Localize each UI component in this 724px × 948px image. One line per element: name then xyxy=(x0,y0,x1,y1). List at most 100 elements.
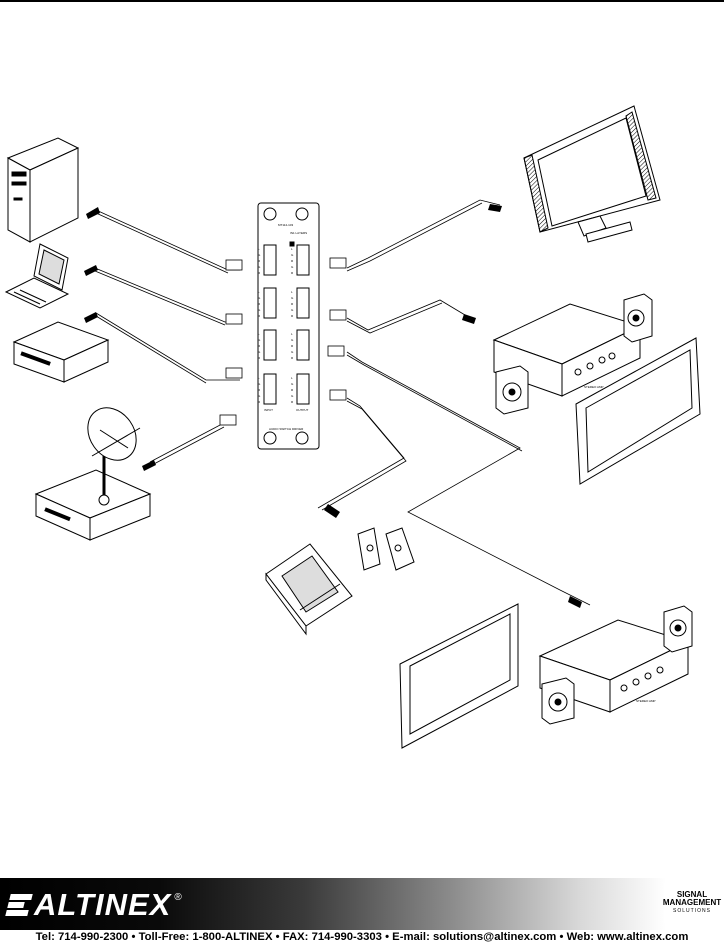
logo-line-1: SIGNAL xyxy=(676,890,708,899)
satellite-dish-icon xyxy=(34,407,152,541)
terminal-pin-label: G xyxy=(291,394,294,398)
output-block-1 xyxy=(296,244,310,276)
panel-body xyxy=(257,202,320,450)
connector-out-4 xyxy=(329,389,347,401)
cable-amp-top-b xyxy=(346,302,443,334)
terminal-pin-label: R xyxy=(258,302,261,306)
terminal-pin-label: G xyxy=(258,350,261,354)
altinex-mark-icon xyxy=(5,892,35,918)
connector-out-3 xyxy=(327,345,345,357)
terminal-pin-label: L xyxy=(291,332,293,336)
altinex-logo: ALTINEX ® xyxy=(5,887,182,922)
terminal-pin-label: R xyxy=(291,388,294,392)
panel-screw xyxy=(263,207,277,221)
switcher-model: MT112-103 xyxy=(278,223,293,227)
desktop-speaker-icon xyxy=(357,527,415,571)
terminal-pin-label: G xyxy=(258,338,261,342)
terminal-pin-label: G xyxy=(291,308,294,312)
terminal-pin-label: G xyxy=(258,265,261,269)
cable-dvd-b xyxy=(95,315,207,384)
speaker-icon xyxy=(623,293,653,343)
terminal-pin-label: R xyxy=(258,314,261,318)
cable-monitor xyxy=(346,199,501,269)
terminal-pin-label: G xyxy=(291,265,294,269)
touch-panel-icon xyxy=(265,543,353,636)
plug-dvd xyxy=(84,312,98,323)
connector-in-2 xyxy=(225,313,243,325)
terminal-pin-label: R xyxy=(258,356,261,360)
cable-tablet xyxy=(317,397,405,509)
connection-diagram: MT112-103 IN1 LAYERS AUDIO SWITCH DRIVER… xyxy=(4,105,701,749)
amplifier-bottom-label: STEREO AMP xyxy=(636,699,656,703)
cable-amp-top xyxy=(346,299,471,331)
amplifier-top-icon xyxy=(492,303,642,397)
terminal-pin-label: L xyxy=(291,290,293,294)
connector-in-3 xyxy=(225,367,243,379)
terminal-pin-label: R xyxy=(291,271,294,275)
output-block-2 xyxy=(296,287,310,319)
amplifier-bottom-icon xyxy=(538,619,690,713)
panel-screw xyxy=(295,431,309,445)
plug-satellite xyxy=(142,460,156,471)
plug-pc xyxy=(86,207,100,219)
terminal-pin-label: R xyxy=(291,314,294,318)
plug-amp-bottom xyxy=(568,596,582,608)
switcher-subtitle: IN1 LAYERS xyxy=(290,231,307,235)
panel-screw xyxy=(295,207,309,221)
signal-management-logo: SIGNAL MANAGEMENT SOLUTIONS xyxy=(662,881,722,925)
terminal-pin-label: R xyxy=(291,259,294,263)
switcher-input-label: INPUT xyxy=(264,408,273,412)
terminal-pin-label: G xyxy=(291,296,294,300)
terminal-pin-label: G xyxy=(258,394,261,398)
dvd-player-icon xyxy=(12,321,110,383)
switcher-panel xyxy=(257,202,320,450)
input-block-2 xyxy=(263,287,277,319)
terminal-pin-label: G xyxy=(258,253,261,257)
terminal-connectors xyxy=(219,257,347,426)
flat-panel-display-icon xyxy=(399,603,519,749)
logo-line-3: SOLUTIONS xyxy=(673,908,711,914)
cable-dvd xyxy=(95,312,240,381)
switcher-output-label: OUTPUT xyxy=(296,408,309,412)
cable-plugs xyxy=(84,204,582,608)
terminal-pin-label: G xyxy=(291,338,294,342)
terminal-pin-label: G xyxy=(258,296,261,300)
footer-band xyxy=(0,878,724,930)
cable-amp-bottom-b xyxy=(346,354,523,452)
connector-in-4 xyxy=(219,414,237,426)
cable-pc xyxy=(95,209,240,271)
cable-monitor-b xyxy=(346,202,483,272)
terminal-pin-label: R xyxy=(291,344,294,348)
plug-tablet xyxy=(324,504,340,518)
terminal-pin-label: R xyxy=(291,356,294,360)
input-block-4 xyxy=(263,373,277,405)
terminal-pin-label: R xyxy=(258,388,261,392)
lcd-monitor-icon xyxy=(523,105,661,243)
pc-tower-icon xyxy=(6,137,80,243)
logo-line-2: MANAGEMENT xyxy=(662,898,722,907)
speaker-icon xyxy=(663,605,693,653)
plug-laptop xyxy=(84,265,98,276)
terminal-pin-label: L xyxy=(258,290,260,294)
input-block-1 xyxy=(263,244,277,276)
terminal-pin-label: L xyxy=(258,247,260,251)
input-block-3 xyxy=(263,329,277,361)
amplifier-top-label: STEREO AMP xyxy=(584,385,604,389)
terminal-pin-label: L xyxy=(258,376,260,380)
plug-amp-top xyxy=(462,314,476,324)
cable-tablet-b xyxy=(321,400,407,511)
cable-laptop-b xyxy=(94,270,226,326)
cable-satellite xyxy=(149,423,223,463)
switcher-bottom-label: AUDIO SWITCH DRIVER xyxy=(269,427,304,431)
speaker-icon xyxy=(495,365,529,415)
terminal-pin-label: R xyxy=(291,400,294,404)
page-top-rule xyxy=(0,0,724,2)
terminal-pin-label: G xyxy=(291,253,294,257)
terminal-pin-label: L xyxy=(291,376,293,380)
cable-satellite-b xyxy=(151,426,225,466)
brand-name: ALTINEX xyxy=(34,887,172,922)
terminal-pin-label: R xyxy=(291,302,294,306)
terminal-pin-label: R xyxy=(258,400,261,404)
terminal-pin-label: R xyxy=(258,344,261,348)
cables xyxy=(94,199,591,606)
